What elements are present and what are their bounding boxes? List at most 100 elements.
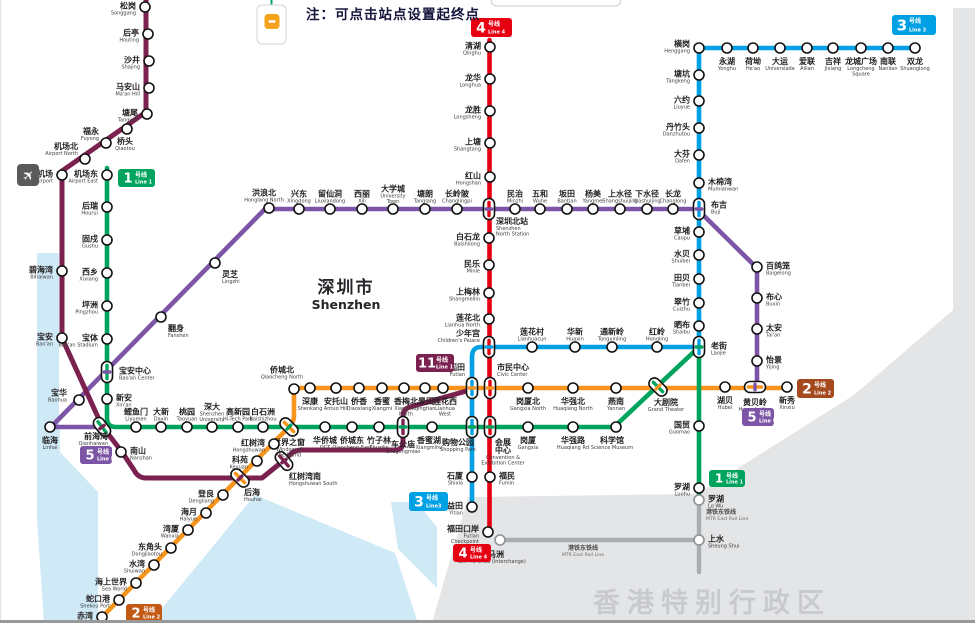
map-marker-icon[interactable] bbox=[256, 0, 287, 45]
